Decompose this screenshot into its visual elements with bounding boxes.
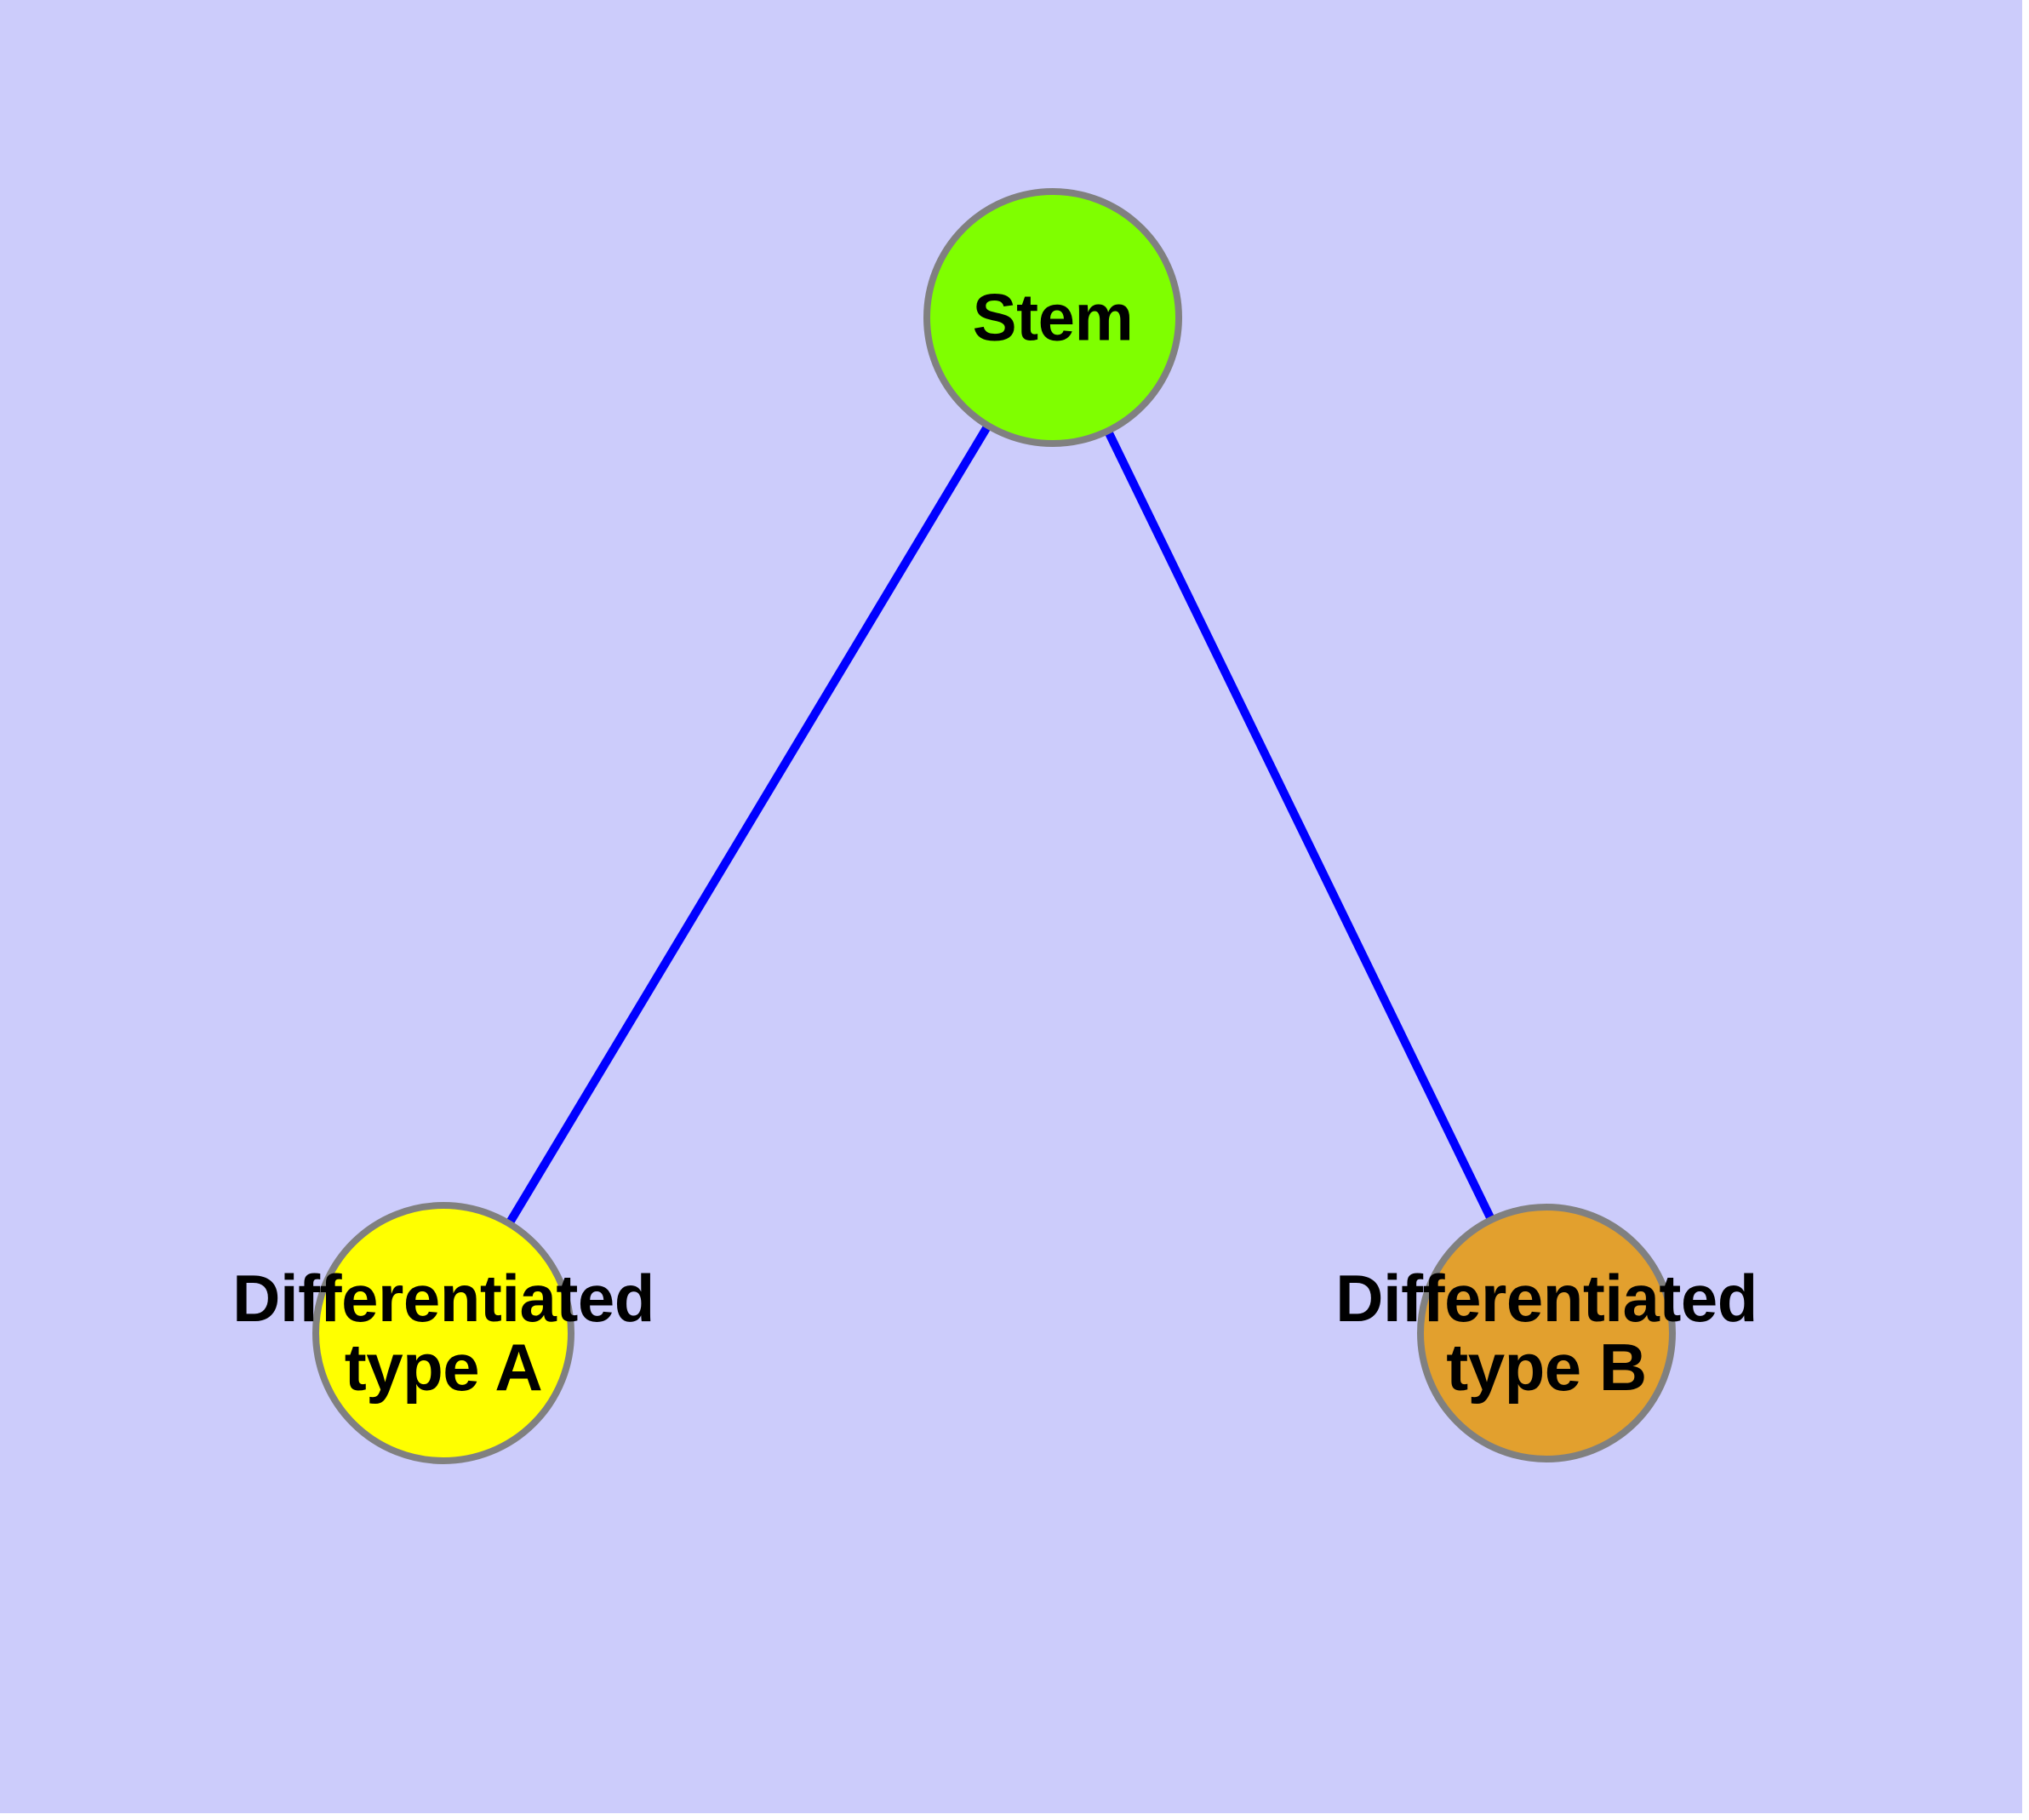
graph-node-stem[interactable] (923, 188, 1182, 447)
graph-edge-stem-to-diff-b[interactable] (1103, 427, 1496, 1223)
node-layer (312, 188, 1676, 1464)
edge-layer (504, 421, 1496, 1228)
graph-edge-stem-to-diff-a[interactable] (504, 421, 993, 1228)
graph-node-diff-b[interactable] (1417, 1204, 1676, 1462)
graph-node-diff-a[interactable] (312, 1202, 574, 1464)
